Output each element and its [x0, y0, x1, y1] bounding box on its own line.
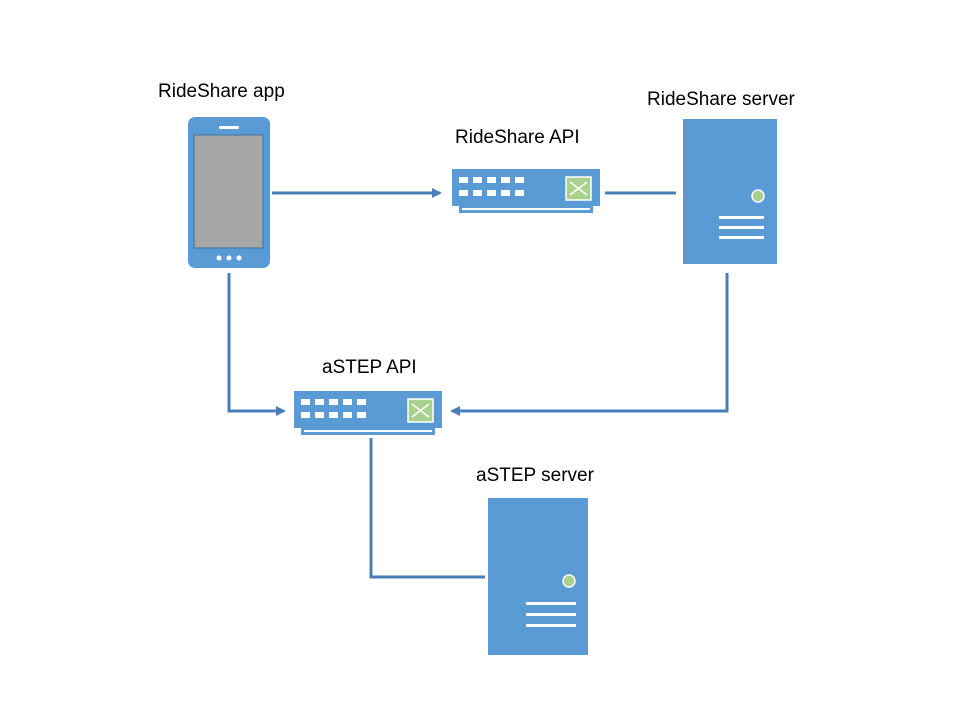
arrow-app-to-astep-api — [227, 273, 286, 416]
rideshare-app-label: RideShare app — [158, 81, 285, 102]
astep-server-label: aSTEP server — [476, 465, 594, 486]
switch-icon[interactable] — [452, 169, 600, 213]
rideshare-api-label: RideShare API — [455, 127, 580, 148]
line-astep-api-to-astep-server — [369, 438, 485, 579]
server-icon[interactable] — [683, 119, 777, 264]
rideshare-server-label: RideShare server — [647, 89, 795, 110]
phone-icon[interactable] — [188, 117, 270, 268]
astep-api-label: aSTEP API — [322, 357, 417, 378]
switch-icon[interactable] — [294, 391, 442, 435]
server-icon[interactable] — [488, 498, 588, 655]
arrow-rideshare-server-to-astep-api — [450, 273, 729, 416]
connectors — [227, 188, 729, 579]
